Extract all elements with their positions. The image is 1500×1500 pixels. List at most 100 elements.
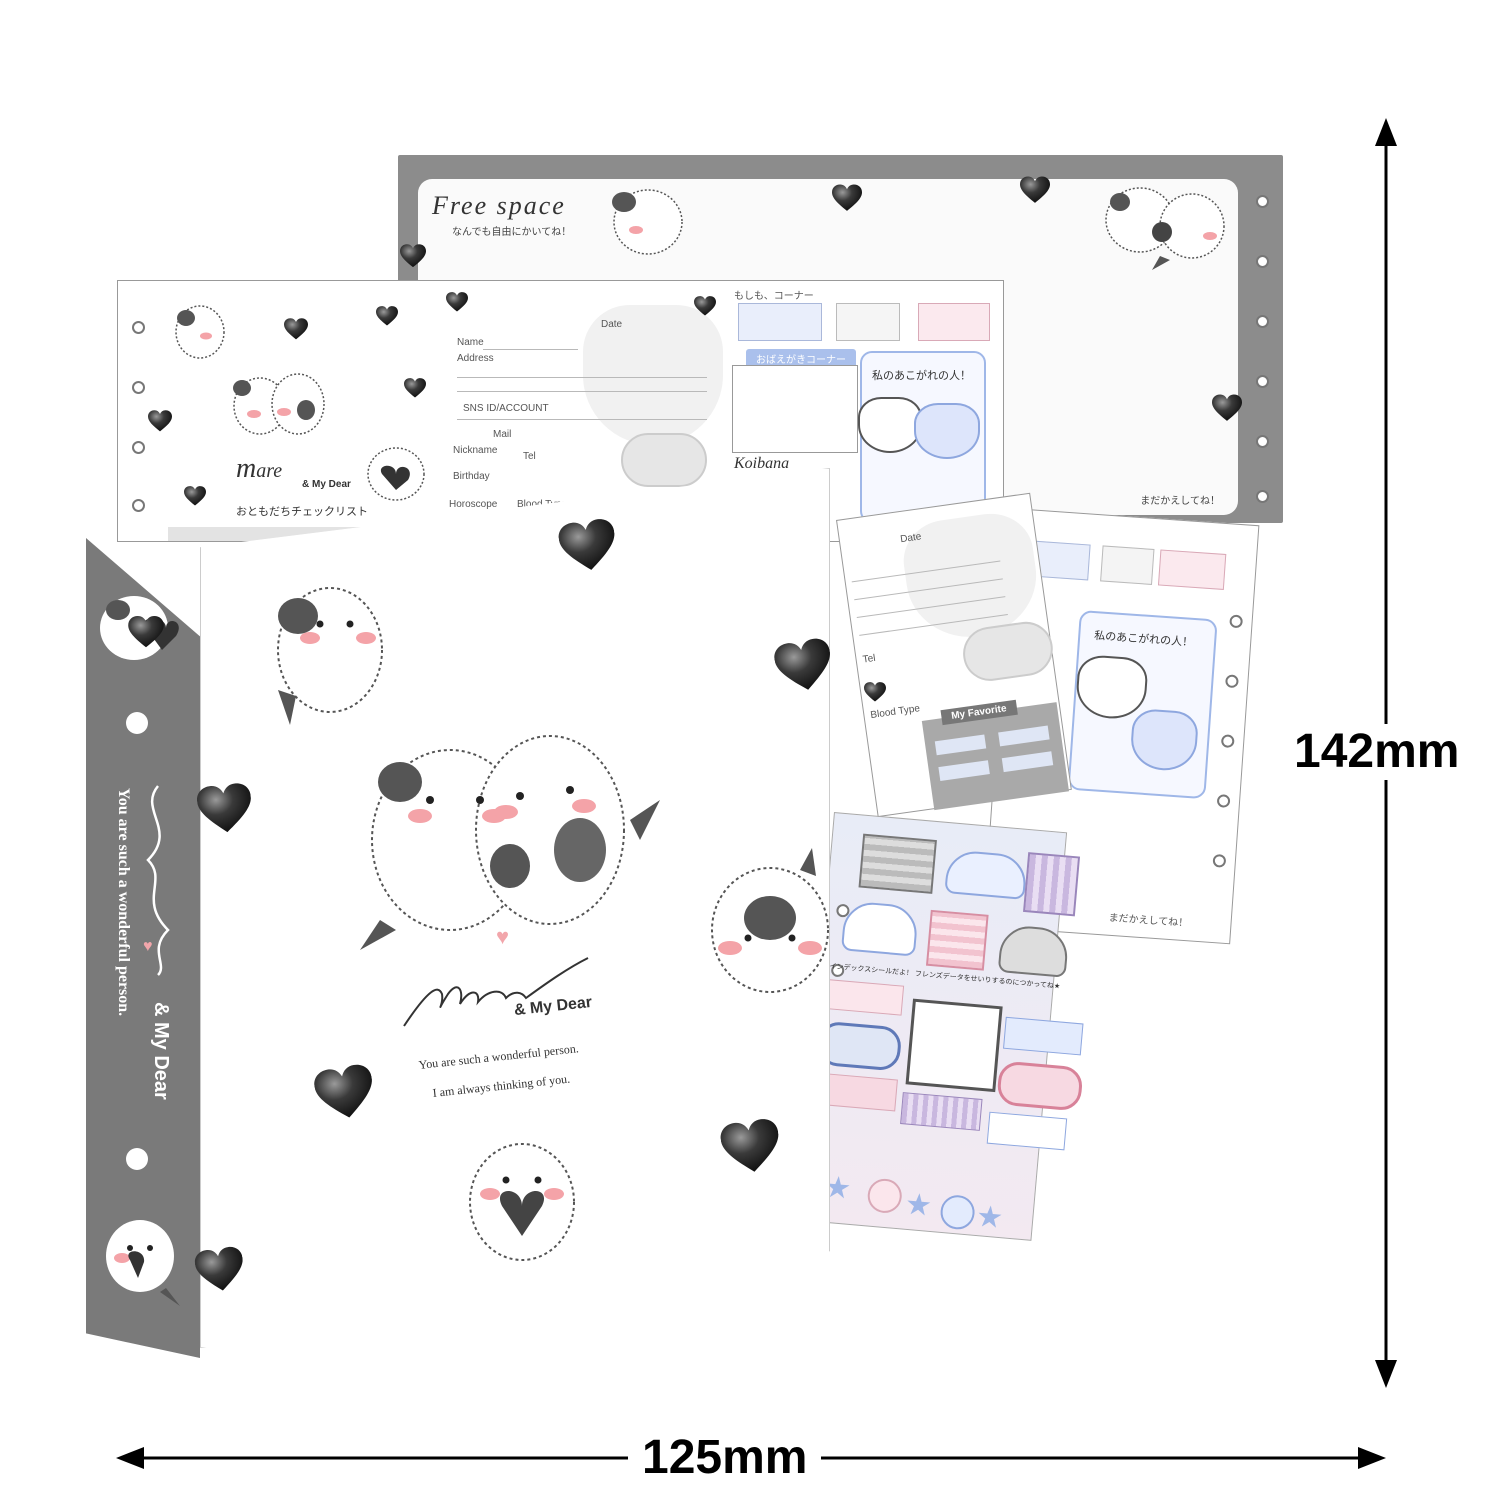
spine-ring-hole — [126, 1148, 148, 1170]
mail-label: Mail — [493, 429, 512, 440]
heart-icon — [284, 318, 308, 340]
sns-line — [457, 419, 707, 420]
cover-heart-icon: ♥ — [496, 924, 510, 949]
sticker-pink-grid — [925, 909, 989, 971]
name-label: Name — [457, 337, 484, 348]
favorite-banner: My Favorite — [940, 699, 1018, 726]
binder-hole — [1256, 435, 1269, 448]
binder-hole — [1256, 375, 1269, 388]
bird-illustration-freespace-right — [1105, 187, 1225, 270]
oshiete-banner: おばえがきコーナー — [746, 349, 856, 368]
heart-icon — [556, 517, 620, 574]
oshiete-box — [732, 365, 858, 453]
binder-hole — [132, 441, 145, 454]
heart-icon — [195, 782, 255, 835]
binder-hole — [132, 321, 145, 334]
profile-logo: mare — [236, 453, 283, 484]
favorite-row — [998, 725, 1050, 747]
right-akogare-panel: 私のあこがれの人！ — [1067, 609, 1218, 800]
moshimo-box-1 — [738, 303, 822, 341]
sticker-star: ★ — [974, 1200, 1005, 1236]
bird-illustration-top — [277, 587, 383, 725]
address-line-2 — [457, 391, 707, 392]
nickname-label: Nickname — [453, 445, 498, 456]
binder-hole — [1256, 255, 1269, 268]
sticker-gingham-purple — [1023, 852, 1081, 917]
binder-hole — [1256, 490, 1269, 503]
profile-heart-frame — [583, 305, 723, 445]
binder-hole — [132, 381, 145, 394]
sticker-pink-oval — [996, 1060, 1084, 1112]
favorite-row — [1001, 751, 1054, 773]
middle-profile-sheet: Date Tel Blood Type My Favorite — [836, 492, 1072, 818]
profile-brand-sub: & My Dear — [302, 479, 351, 490]
width-dimension-label: 125mm — [628, 1434, 822, 1482]
bird-illustration-freespace-left — [612, 189, 683, 255]
bird-illustration-profile — [233, 373, 325, 435]
moshimo-box-3 — [918, 303, 990, 341]
sticker-circle — [866, 1177, 904, 1215]
sticker-gingham-gray — [858, 833, 937, 894]
date-label: Date — [601, 319, 623, 330]
profile-right-column: もしも、コーナー おばえがきコーナー Koibana 私のあこがれの人！ — [728, 287, 998, 537]
akogare-heart-1 — [858, 397, 922, 453]
bird-illustration-profile-bottom — [367, 447, 425, 501]
binder-hole — [1225, 674, 1239, 689]
bird-illustration-right — [711, 848, 829, 993]
address-line — [457, 377, 707, 378]
koibana-label: Koibana — [734, 455, 790, 472]
bird-illustration-profile-top — [175, 305, 225, 359]
sticker-sheet: インデックスシールだよ！ フレンズデータをせいりするのにつかってね★ ★ ★ ★ — [798, 812, 1084, 1241]
bird-illustration-couple — [360, 735, 660, 950]
sticker-star: ★ — [903, 1187, 934, 1223]
binder-hole — [1212, 853, 1227, 868]
sticker-white-label — [986, 1111, 1068, 1151]
right-sheet-box-3 — [1157, 549, 1227, 590]
profile-form: Date Name Address SNS ID/ACCOUNT Nicknam… — [443, 295, 723, 535]
bird-illustration-spine-bottom — [106, 1220, 180, 1306]
sticker-heart-white — [840, 900, 920, 957]
binder-hole — [1256, 315, 1269, 328]
binder-hole — [132, 499, 145, 512]
heart-icon — [1212, 394, 1242, 421]
heart-icon — [718, 1117, 784, 1176]
favorite-panel: My Favorite — [921, 699, 1070, 811]
spine-heart-icon: ♥ — [143, 938, 153, 955]
spine-logo-script — [146, 785, 170, 976]
heart-icon — [832, 184, 862, 211]
akogare-heart-2 — [914, 403, 980, 459]
heart-icon — [404, 378, 426, 398]
middle-blood-label: Blood Type — [869, 703, 921, 722]
heart-icon — [193, 1245, 247, 1294]
address-label: Address — [457, 353, 494, 364]
spine-brand-sub: & My Dear — [150, 1002, 172, 1100]
sticker-circle — [939, 1193, 976, 1231]
height-dimension-label: 142mm — [1294, 724, 1460, 780]
heart-icon — [446, 292, 468, 312]
akogare-panel: 私のあこがれの人！ — [858, 351, 986, 523]
sns-label: SNS ID/ACCOUNT — [463, 403, 549, 414]
heart-icon — [1020, 176, 1050, 203]
akogare-title: 私のあこがれの人！ — [872, 370, 971, 382]
moshimo-label: もしも、コーナー — [734, 291, 814, 302]
heart-icon — [772, 636, 836, 695]
heart-icon — [376, 306, 398, 326]
name-line — [483, 349, 578, 350]
tel-label: Tel — [523, 451, 536, 462]
heart-icon — [128, 616, 164, 648]
binder-hole — [1229, 614, 1244, 629]
heart-icon — [184, 486, 206, 506]
bird-illustration-bottom — [469, 1143, 575, 1261]
heart-icon — [311, 1062, 378, 1123]
horoscope-label: Horoscope — [449, 499, 498, 510]
free-space-subtitle: なんでも自由にかいてね！ — [452, 227, 572, 238]
binder-hole — [1216, 794, 1231, 808]
right-sheet-footer: まだかえしてね！ — [1108, 912, 1189, 930]
binder-hole — [1256, 195, 1269, 208]
cover-logo-script — [403, 957, 589, 1027]
sticker-pink-label — [825, 979, 905, 1016]
sticker-heart-blue — [944, 849, 1028, 900]
favorite-row — [938, 760, 990, 782]
middle-tel-label: Tel — [861, 652, 877, 666]
favorite-row — [934, 734, 987, 756]
